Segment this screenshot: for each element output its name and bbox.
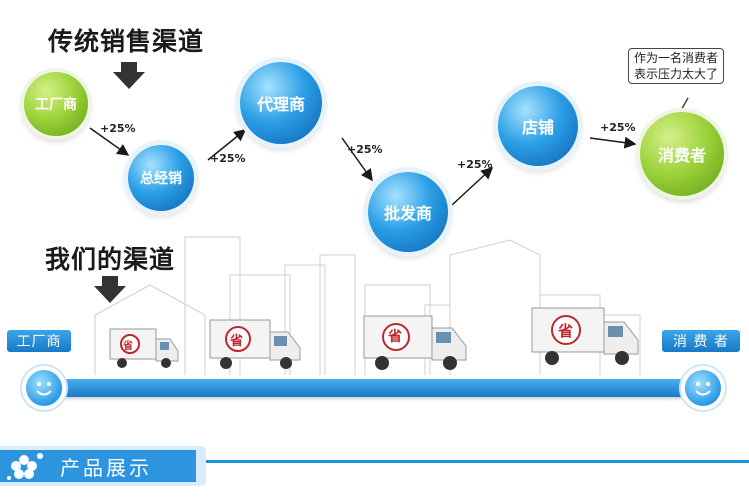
markup-label-2: +25% bbox=[210, 152, 246, 165]
truck-badge: 省 bbox=[123, 341, 133, 352]
traditional-channel-title: 传统销售渠道 bbox=[48, 27, 205, 56]
truck-icon bbox=[209, 319, 301, 369]
speech-line-1: 作为一名消费者 bbox=[634, 51, 719, 65]
markup-label-1: +25% bbox=[100, 122, 136, 135]
truck-icon bbox=[109, 328, 179, 368]
smiley-face-icon bbox=[36, 382, 52, 396]
consumer-speech-bubble: 作为一名消费者 表示压力太大了 bbox=[628, 48, 725, 84]
flower-icon bbox=[7, 453, 43, 480]
markup-label-5: +25% bbox=[600, 121, 636, 134]
node-store: 店铺 bbox=[498, 86, 578, 166]
node-agent: 代理商 bbox=[240, 62, 322, 144]
down-arrow-icon bbox=[113, 62, 145, 89]
flow-arrows bbox=[89, 97, 689, 206]
our-channel-title: 我们的渠道 bbox=[45, 245, 176, 274]
end-label-consumer: 消 费 者 bbox=[662, 330, 740, 352]
truck-icon bbox=[531, 307, 639, 365]
smiley-icon bbox=[685, 370, 721, 406]
truck-badge: 省 bbox=[388, 329, 402, 345]
node-consumer: 消费者 bbox=[640, 112, 724, 196]
markup-label-3: +25% bbox=[347, 143, 383, 156]
truck-badge: 省 bbox=[558, 322, 574, 340]
node-factory: 工厂商 bbox=[24, 72, 88, 136]
start-label-factory: 工厂商 bbox=[7, 330, 71, 352]
node-general-distributor: 总经销 bbox=[128, 145, 194, 211]
speech-line-2: 表示压力太大了 bbox=[634, 67, 719, 81]
direct-channel-road bbox=[38, 379, 712, 397]
smiley-icon bbox=[26, 370, 62, 406]
node-wholesaler: 批发商 bbox=[368, 172, 448, 252]
truck-icon bbox=[363, 315, 467, 370]
product-section-title: 产品展示 bbox=[60, 456, 152, 480]
smiley-face-icon bbox=[695, 382, 711, 396]
markup-label-4: +25% bbox=[457, 158, 493, 171]
truck-badge: 省 bbox=[230, 334, 244, 349]
product-section-bar bbox=[0, 446, 749, 486]
down-arrow-icon bbox=[94, 276, 126, 303]
